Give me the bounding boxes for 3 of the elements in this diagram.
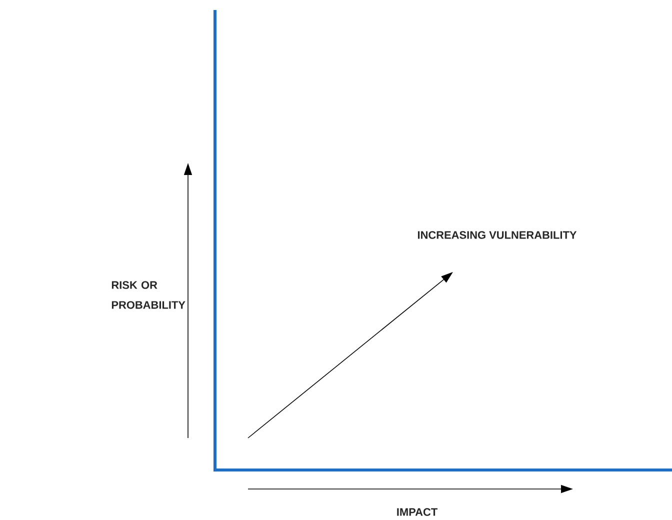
axis-label: INCREASING VULNERABILITY (418, 231, 577, 239)
axis-label: RISK OR PROBABILITY (112, 281, 186, 309)
axis-label: IMPACT (397, 508, 438, 516)
